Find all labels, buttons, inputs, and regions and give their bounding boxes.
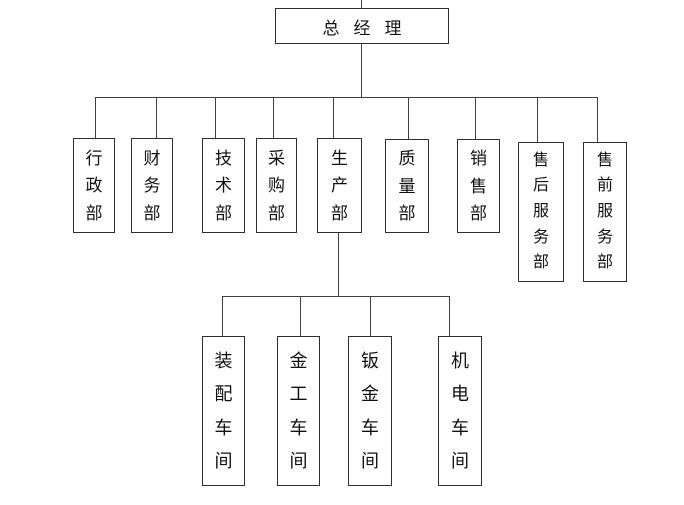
node-label-char: 销 xyxy=(470,149,487,169)
node-label-char: 财 xyxy=(143,148,161,168)
connector-drop-sales xyxy=(475,97,476,139)
node-label-char: 务 xyxy=(532,228,549,246)
node-label-char: 间 xyxy=(361,450,379,471)
connector-drop-metalworking xyxy=(300,296,301,336)
node-label-char: 部 xyxy=(470,203,487,223)
node-label-char: 生 xyxy=(331,148,348,168)
node-label-char: 车 xyxy=(289,417,308,438)
node-label-char: 经 xyxy=(353,18,371,38)
node-label-char: 钣 xyxy=(361,351,379,372)
node-label-char: 技 xyxy=(215,148,232,168)
connector-drop-production xyxy=(333,97,334,138)
node-label-char: 车 xyxy=(214,417,233,438)
org-node-assembly-workshop: 装配车间 xyxy=(202,336,245,486)
node-label-char: 量 xyxy=(398,176,416,196)
node-label-char: 采 xyxy=(268,148,285,168)
node-label-char: 部 xyxy=(215,203,232,223)
org-node-technology: 技术部 xyxy=(202,138,245,233)
org-node-mechatronics-workshop: 机电车间 xyxy=(438,336,482,486)
org-node-finance: 财务部 xyxy=(131,138,173,233)
node-label-char: 部 xyxy=(143,203,161,223)
node-label-char: 务 xyxy=(143,176,161,195)
node-label-char: 金 xyxy=(361,384,379,405)
org-node-general-manager: 总经理 xyxy=(275,8,449,44)
node-label-char: 售 xyxy=(470,176,487,196)
connector-drop-quality xyxy=(408,97,409,139)
org-node-after-sales-service: 售后服务部 xyxy=(518,142,564,282)
connector-departments-rail xyxy=(95,97,598,98)
node-label-char: 购 xyxy=(268,176,285,195)
node-label-char: 机 xyxy=(451,351,469,372)
node-label-char: 车 xyxy=(361,417,379,438)
node-label-char: 装 xyxy=(214,351,233,372)
node-label-char: 车 xyxy=(451,417,469,438)
connector-workshops-rail xyxy=(222,296,450,297)
connector-drop-mechatronics xyxy=(449,296,450,336)
connector-root-down xyxy=(361,44,362,97)
org-node-administration: 行政部 xyxy=(73,138,115,233)
org-node-pre-sales-service: 售前服务部 xyxy=(583,142,627,282)
connector-drop-pre-sales xyxy=(597,97,598,142)
node-label-char: 部 xyxy=(85,203,103,223)
node-label-char: 务 xyxy=(596,228,613,246)
org-node-metalworking-workshop: 金工车间 xyxy=(277,336,320,486)
node-label-char: 部 xyxy=(398,203,416,223)
connector-drop-sheet-metal xyxy=(370,296,371,336)
connector-root-top-stub xyxy=(361,0,362,8)
connector-drop-administration xyxy=(95,97,96,138)
node-label-char: 质 xyxy=(398,149,416,169)
connector-drop-finance xyxy=(156,97,157,138)
org-node-procurement: 采购部 xyxy=(256,138,297,233)
node-label-char: 间 xyxy=(451,450,469,471)
node-label-char: 配 xyxy=(214,384,233,405)
connector-drop-technology xyxy=(215,97,216,138)
node-label-char: 电 xyxy=(451,384,469,405)
connector-production-down xyxy=(338,233,339,296)
node-label-char: 部 xyxy=(596,254,613,272)
org-node-sales: 销售部 xyxy=(457,139,500,233)
node-label-char: 后 xyxy=(532,177,549,195)
node-label-char: 前 xyxy=(596,177,613,195)
node-label-char: 总 xyxy=(322,18,340,38)
node-label-char: 售 xyxy=(532,151,549,169)
node-label-char: 间 xyxy=(214,450,233,471)
node-label-char: 产 xyxy=(331,176,348,195)
connector-drop-after-sales xyxy=(537,97,538,142)
org-node-production: 生产部 xyxy=(317,138,362,233)
node-label-char: 行 xyxy=(85,148,103,168)
org-node-sheet-metal-workshop: 钣金车间 xyxy=(348,336,392,486)
org-node-quality: 质量部 xyxy=(385,139,429,233)
node-label-char: 部 xyxy=(532,254,549,272)
node-label-char: 金 xyxy=(289,351,308,372)
node-label-char: 部 xyxy=(331,203,348,223)
connector-drop-assembly xyxy=(222,296,223,336)
node-label-char: 术 xyxy=(215,176,232,195)
node-label-char: 服 xyxy=(532,202,549,220)
node-label-char: 售 xyxy=(596,151,613,169)
node-label-char: 部 xyxy=(268,203,285,223)
node-label-char: 政 xyxy=(85,176,103,195)
node-label-char: 服 xyxy=(596,202,613,220)
node-label-char: 理 xyxy=(384,18,402,38)
connector-drop-procurement xyxy=(273,97,274,138)
node-label-char: 工 xyxy=(289,384,308,405)
node-label-char: 间 xyxy=(289,450,308,471)
